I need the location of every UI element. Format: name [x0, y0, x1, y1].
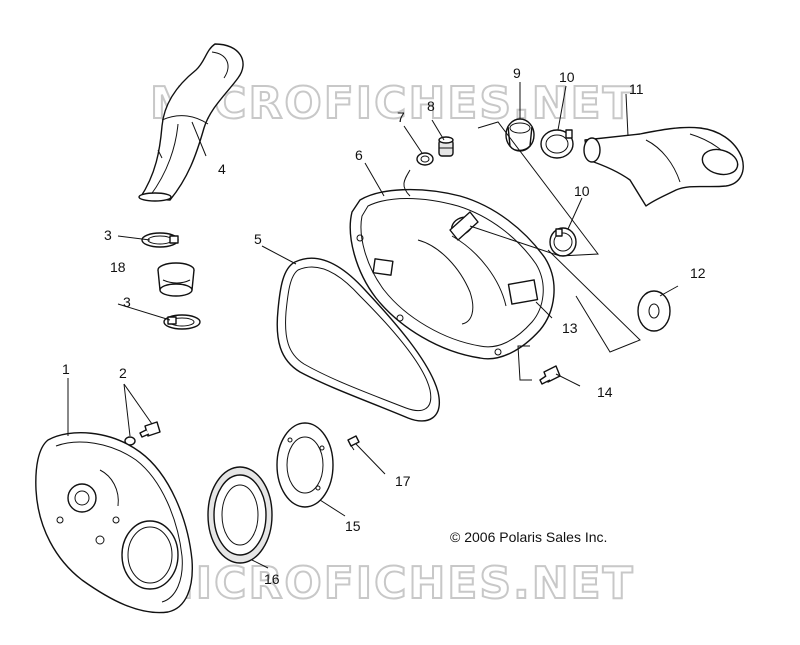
- callout-5: 5: [254, 231, 262, 247]
- callout-17: 17: [395, 473, 411, 489]
- callout-12: 12: [690, 265, 706, 281]
- coupler-boot-part: [157, 262, 195, 297]
- callout-2: 2: [119, 365, 127, 381]
- callout-18: 18: [110, 259, 126, 275]
- leader-lines: [67, 82, 679, 569]
- o-ring-part: [416, 152, 434, 166]
- cover-seal-part: [207, 466, 273, 564]
- callout-3-lower: 3: [123, 294, 131, 310]
- callout-1: 1: [62, 361, 70, 377]
- callout-6: 6: [355, 147, 363, 163]
- callout-labels: 1 2 3 3 4 5 6 7 8 9 10 10 11 12 13 14 15…: [62, 65, 706, 587]
- duct-clamp-lower-part: [549, 227, 577, 257]
- copyright-notice: © 2006 Polaris Sales Inc.: [450, 529, 607, 545]
- drive-belt-part: [276, 257, 440, 422]
- washer-part: [637, 290, 671, 332]
- bolt-part: [539, 365, 561, 385]
- outer-clutch-cover-part: [35, 432, 193, 614]
- drain-plug-part: [438, 136, 454, 157]
- callout-16: 16: [264, 571, 280, 587]
- callout-10-upper: 10: [559, 69, 575, 85]
- inner-clutch-cover-part: [349, 188, 555, 360]
- callout-10-lower: 10: [574, 183, 590, 199]
- screw-part: [347, 435, 360, 451]
- duct-sleeve-part: [505, 118, 535, 152]
- callout-8: 8: [427, 98, 435, 114]
- outlet-duct-part: [583, 126, 744, 207]
- hose-clamp-upper-part: [141, 232, 179, 248]
- duct-clamp-upper-part: [540, 129, 574, 159]
- intake-duct-part: [138, 43, 244, 202]
- cover-bolt-part: [124, 421, 161, 446]
- watermark-bottom: MICROFICHES.NET: [150, 558, 635, 609]
- callout-3-upper: 3: [104, 227, 112, 243]
- cover-plate-part: [276, 422, 334, 508]
- callout-13: 13: [562, 320, 578, 336]
- hose-clamp-lower-part: [163, 314, 201, 330]
- callout-14: 14: [597, 384, 613, 400]
- callout-11: 11: [629, 81, 644, 97]
- callout-9: 9: [513, 65, 521, 81]
- callout-15: 15: [345, 518, 361, 534]
- callout-4: 4: [218, 161, 226, 177]
- callout-7: 7: [397, 109, 405, 125]
